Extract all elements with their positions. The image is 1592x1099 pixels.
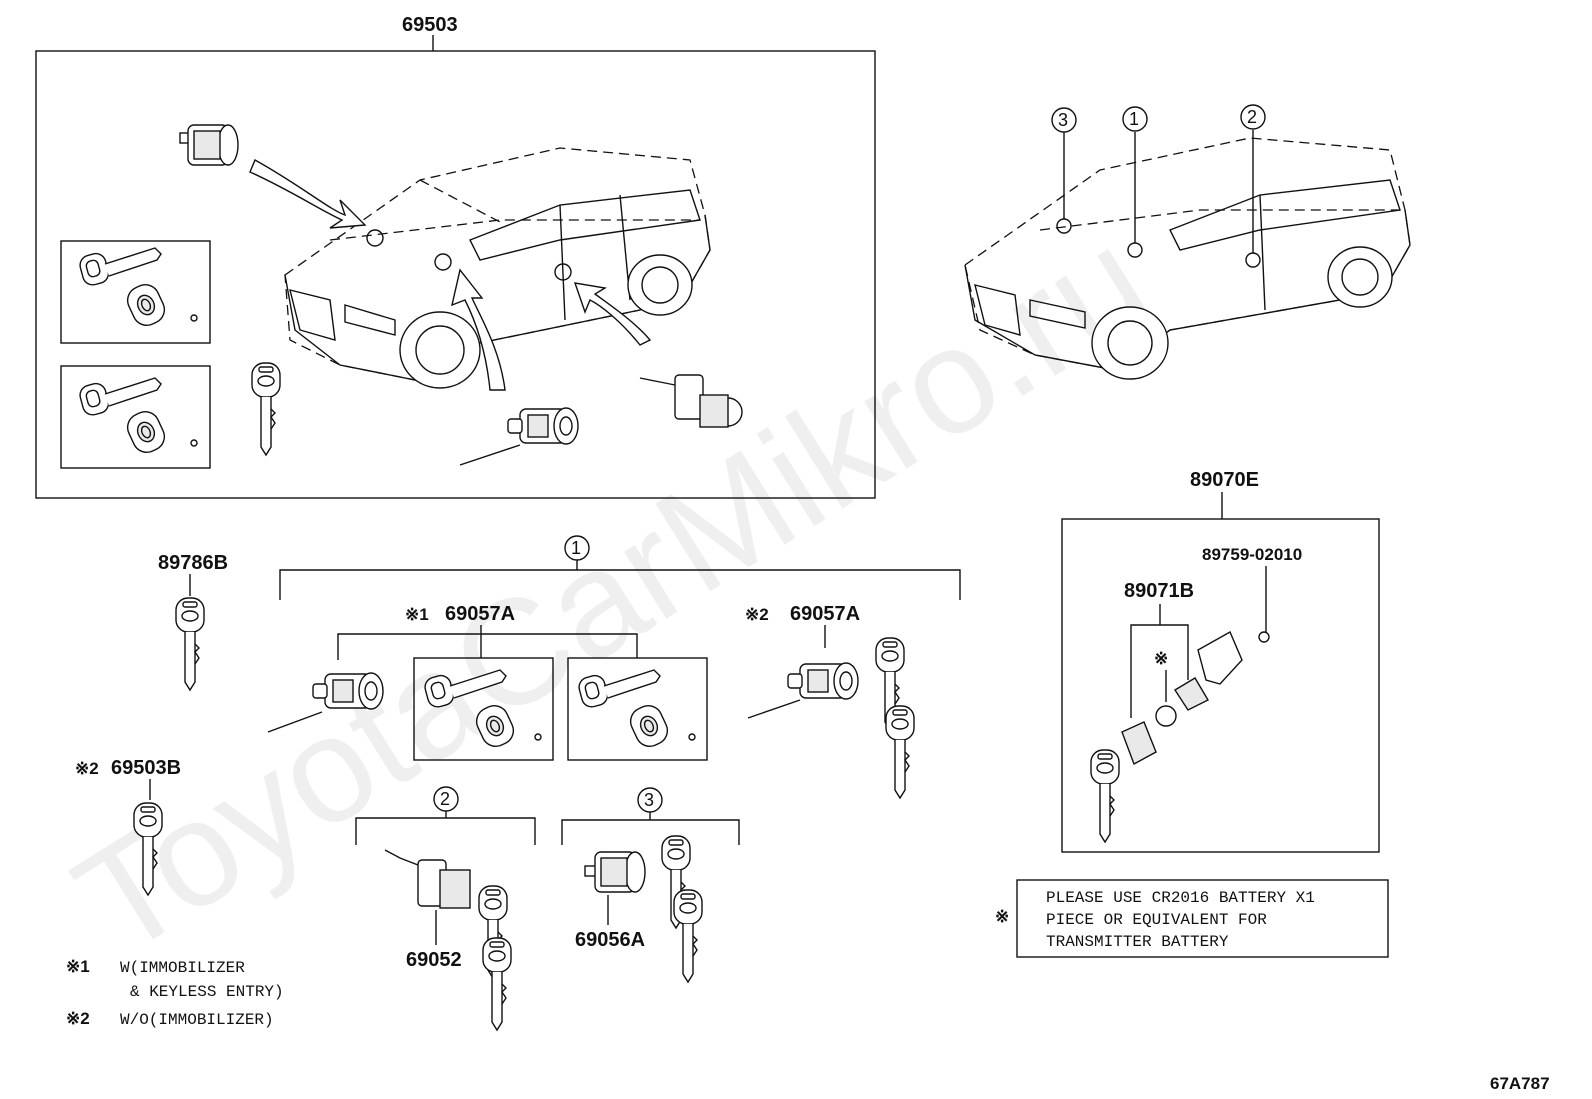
circle-ref-1-right xyxy=(1122,106,1148,132)
screw-icon xyxy=(190,314,198,322)
key-set-box-2 xyxy=(60,365,211,469)
battery-note-line2: PIECE OR EQUIVALENT FOR xyxy=(1046,911,1267,929)
button-pad-icon xyxy=(1121,721,1157,766)
ignition-cylinder-part xyxy=(459,407,579,466)
callout-89071B: 89071B xyxy=(1124,580,1194,602)
battery-note-frame xyxy=(1016,879,1389,958)
housing-shell-icon xyxy=(1197,631,1243,685)
assembly-frame xyxy=(35,50,876,499)
circle-ref-2-right xyxy=(1240,104,1266,130)
circle-ref-label: 2 xyxy=(440,789,450,809)
vehicle-illustration-left xyxy=(284,147,711,389)
callout-69057A-2: 69057A xyxy=(790,603,860,625)
key-icon xyxy=(673,889,703,983)
callout-69052: 69052 xyxy=(406,949,462,971)
battery-note-line3: TRANSMITTER BATTERY xyxy=(1046,933,1229,951)
battery-note-line1: PLEASE USE CR2016 BATTERY X1 xyxy=(1046,889,1315,907)
arrow-to-door xyxy=(573,282,652,346)
legend-line-1: W(IMMOBILIZER xyxy=(120,959,245,977)
remote-icon xyxy=(122,279,170,331)
callout-89786B: 89786B xyxy=(158,552,228,574)
arrow-to-hood xyxy=(249,159,367,229)
circle-ref-label: 1 xyxy=(571,538,581,558)
diagram-code: 67A787 xyxy=(1490,1074,1550,1093)
circle-ref-label: 3 xyxy=(644,790,654,810)
ignition-cylinder-set-1 xyxy=(267,672,384,733)
key-set-box-1 xyxy=(60,240,211,344)
callout-89759-02010: 89759-02010 xyxy=(1202,545,1302,564)
legend-line-3: W/O(IMMOBILIZER) xyxy=(120,1011,274,1029)
circle-ref-label: 3 xyxy=(1058,110,1068,130)
master-key-icon xyxy=(251,362,281,456)
legend-mark-1: ※1 xyxy=(66,957,90,976)
arrow-to-ignition xyxy=(451,268,506,391)
callout-69503: 69503 xyxy=(402,14,458,36)
housing-insert-icon xyxy=(1174,677,1209,711)
mark-2: ※2 xyxy=(745,605,769,624)
key-icon xyxy=(77,377,162,418)
leader-bracket xyxy=(1130,624,1189,718)
circle-ref-label: 1 xyxy=(1129,109,1139,129)
cylinder-part-top xyxy=(179,124,239,166)
mark-2-key: ※2 xyxy=(75,759,99,778)
key-blank-89786B-icon xyxy=(175,597,205,691)
transmitter-frame xyxy=(1061,518,1380,853)
transmitter-key-icon xyxy=(1090,749,1120,843)
screw-icon xyxy=(1258,631,1270,643)
mark-1: ※1 xyxy=(405,605,429,624)
screw-icon xyxy=(688,733,696,741)
bracket-set-1a xyxy=(337,633,638,660)
door-cylinder-part xyxy=(639,374,743,428)
circle-ref-label: 2 xyxy=(1247,107,1257,127)
ignition-cylinder-set-2 xyxy=(747,637,915,799)
callout-69056A: 69056A xyxy=(575,929,645,951)
callout-89070E: 89070E xyxy=(1190,469,1259,491)
remote-icon xyxy=(625,700,673,752)
circle-ref-3-right xyxy=(1051,107,1077,133)
trunk-cylinder-part xyxy=(584,851,646,893)
key-set-box-3 xyxy=(413,657,554,761)
battery-mark: ※ xyxy=(1154,649,1168,668)
screw-icon xyxy=(534,733,542,741)
door-cylinder-set xyxy=(384,849,512,1031)
key-icon xyxy=(77,247,162,288)
vehicle-illustration-right xyxy=(964,130,1411,380)
legend-mark-2: ※2 xyxy=(66,1009,90,1028)
screw-icon xyxy=(190,439,198,447)
callout-69503B: 69503B xyxy=(111,757,181,779)
key-set-box-4 xyxy=(567,657,708,761)
callout-69057A-1: 69057A xyxy=(445,603,515,625)
bracket-set-1 xyxy=(279,569,961,600)
battery-icon xyxy=(1155,705,1177,727)
bracket-set-3 xyxy=(561,819,740,845)
battery-note-mark: ※ xyxy=(995,907,1009,926)
remote-icon xyxy=(122,406,170,458)
legend-line-2: & KEYLESS ENTRY) xyxy=(130,983,284,1001)
